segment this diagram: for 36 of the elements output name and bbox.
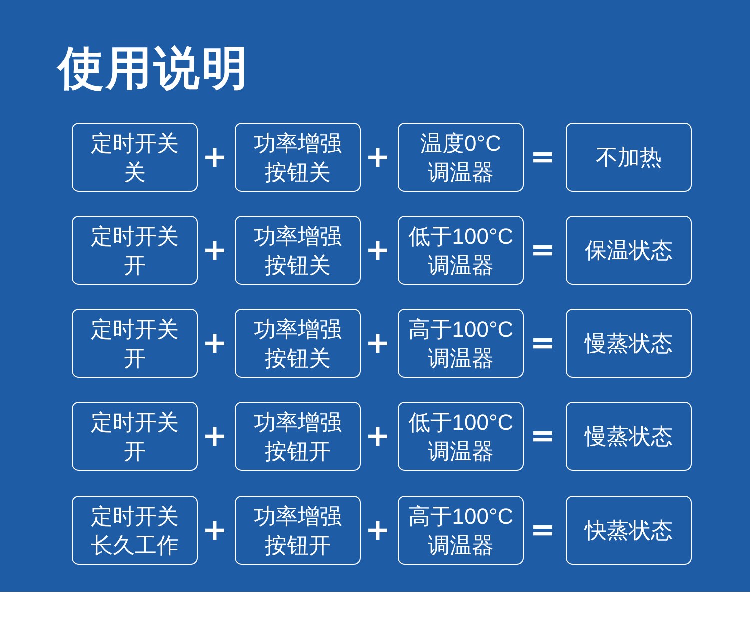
condition-box: 低于100°C调温器 [398,216,524,285]
plus-sign: + [364,142,392,172]
equals-sign: = [529,236,557,266]
condition-box: 功率增强按钮开 [235,496,361,565]
condition-box: 功率增强按钮关 [235,216,361,285]
condition-box: 定时开关长久工作 [72,496,198,565]
condition-box: 高于100°C调温器 [398,496,524,565]
plus-sign: + [201,142,229,172]
condition-box: 功率增强按钮开 [235,402,361,471]
equals-sign: = [529,422,557,452]
equals-sign: = [529,328,557,358]
equals-sign: = [529,516,557,546]
condition-box: 快蒸状态 [566,496,692,565]
plus-sign: + [364,422,392,452]
condition-box: 慢蒸状态 [566,402,692,471]
condition-box: 定时开关开 [72,216,198,285]
condition-box: 慢蒸状态 [566,309,692,378]
plus-sign: + [364,328,392,358]
condition-box: 温度0°C调温器 [398,123,524,192]
title: 使用说明 [58,40,250,97]
equals-sign: = [529,142,557,172]
plus-sign: + [201,516,229,546]
plus-sign: + [201,422,229,452]
plus-sign: + [201,328,229,358]
condition-box: 定时开关开 [72,309,198,378]
plus-sign: + [364,516,392,546]
plus-sign: + [201,236,229,266]
condition-box: 不加热 [566,123,692,192]
condition-box: 功率增强按钮关 [235,123,361,192]
condition-box: 定时开关开 [72,402,198,471]
condition-box: 低于100°C调温器 [398,402,524,471]
condition-box: 高于100°C调温器 [398,309,524,378]
condition-box: 功率增强按钮关 [235,309,361,378]
condition-box: 保温状态 [566,216,692,285]
condition-box: 定时开关关 [72,123,198,192]
plus-sign: + [364,236,392,266]
